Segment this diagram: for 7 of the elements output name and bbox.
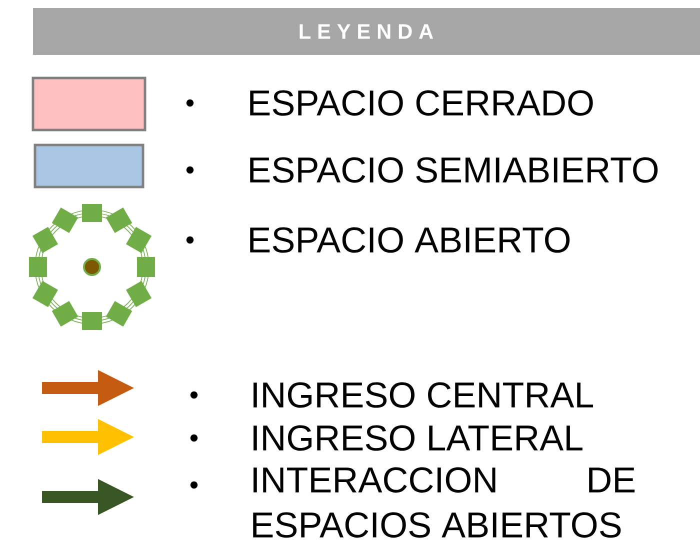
title-band: L E Y E N D A xyxy=(33,8,700,55)
legend-label: INGRESO LATERAL xyxy=(254,425,582,451)
legend-label: INTERACCION DE ESPACIOS ABIERTOS xyxy=(253,467,635,538)
legend-label: ESPACIO CERRADO xyxy=(250,90,593,116)
legend-label: ESPACIO ABIERTO xyxy=(250,227,570,253)
legend-label: ESPACIO SEMIABIERTO xyxy=(250,157,658,183)
legend-label: INGRESO CENTRAL xyxy=(254,382,594,408)
